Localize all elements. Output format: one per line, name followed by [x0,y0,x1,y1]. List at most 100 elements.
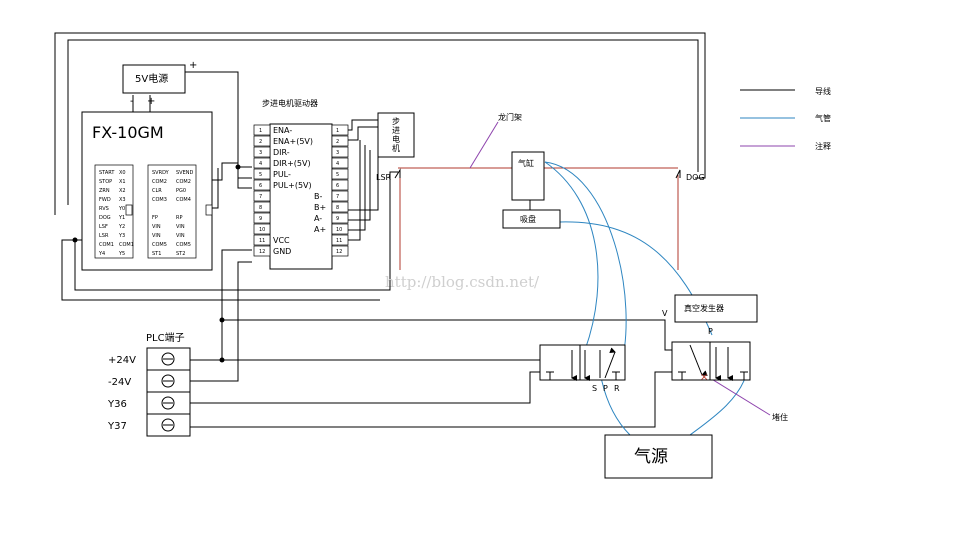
plc-pin-label: COM5 [176,242,191,248]
driver-pin-number: 2 [259,139,262,145]
gantry-label: 龙门架 [498,112,522,122]
driver-pin-number: 1 [259,128,262,134]
solenoid-valve-1: S P R [539,344,626,393]
driver-pin-right [331,234,349,246]
terminal-label: Y36 [107,399,127,410]
plc-pin-label: LSF [99,224,108,230]
driver-pin-number: 5 [336,172,339,178]
plc-pin-label: Y5 [118,251,125,257]
plc-pin-label: COM3 [152,197,167,203]
plc-pin-label: Y4 [98,251,105,257]
stepper-motor: 步进电机 [377,112,415,158]
motor-char: 电 [392,134,400,144]
vacuum-generator [674,294,758,323]
plc-pin-label: COM4 [176,197,191,203]
plc-pin-label: STOP [99,179,112,185]
plc-pin-label: COM2 [152,179,167,185]
driver-pin-number: 12 [336,249,342,255]
power-plus: + [189,60,197,71]
driver-right-label: B+ [314,203,326,212]
driver-pin-left [253,190,271,202]
plc-title: FX-10GM [92,123,164,142]
plc-pin-label: SVRDY [152,170,170,176]
terminal-label: -24V [108,377,131,388]
driver-left-label: ENA- [273,126,292,135]
driver-right-label: B- [314,192,322,201]
valve1-port-s: S [592,384,597,393]
driver-pin-left [253,179,271,191]
driver-pin-left [253,168,271,180]
driver-pin-number: 5 [259,172,262,178]
driver-pin-left [253,146,271,158]
dog-label: DOG [686,173,705,182]
driver-pin-right [331,135,349,147]
sucker [502,209,561,229]
junction-dots [72,164,241,363]
blocked-x-icon: × [700,372,708,383]
driver-pin-right [331,124,349,136]
driver-pin-right [331,245,349,257]
power-supply-label: 5V电源 [135,72,168,85]
valve1-port-r: R [614,384,620,393]
driver-pin-number: 2 [336,139,339,145]
blocked-label: 堵住 [772,412,788,422]
cylinder-label: 气缸 [518,158,534,168]
driver-left-label: DIR+(5V) [273,159,311,168]
plc-pin-label: START [99,170,115,176]
terminal-title: PLC端子 [146,331,185,344]
dog-switch-icon [675,169,681,179]
driver-pin-number: 3 [259,150,262,156]
plc-pin-label: FP [152,215,158,221]
motor-char: 机 [392,143,400,153]
driver-pin-right [331,223,349,235]
power-plus2: + [147,96,155,107]
plc-pin-label: DOG [99,215,111,221]
driver-pin-right [331,179,349,191]
driver-left-label: VCC [273,236,290,245]
plc-pin-label: PG0 [176,188,186,194]
driver-pin-left [253,223,271,235]
plc-pin-label: RP [176,215,183,221]
terminal-label: Y37 [107,421,127,432]
plc-pin-label: VIN [152,224,161,230]
sucker-label: 吸盘 [520,214,536,224]
driver-pin-left [253,135,271,147]
plc-pin-label: X0 [119,170,126,176]
driver-left-label: GND [273,247,291,256]
driver-pin-number: 9 [336,216,339,222]
driver-pin-right [331,201,349,213]
driver-pin-number: 8 [259,205,262,211]
driver-pin-number: 8 [336,205,339,211]
plc-pin-label: Y1 [118,215,125,221]
plc-pin-label: ZRN [99,188,110,194]
driver-pin-left [253,245,271,257]
driver-pin-right [331,212,349,224]
plc-pin-label: RVS [99,206,109,212]
plc-pin-label: FWD [99,197,111,203]
power-minus: - [130,96,134,107]
power-supply: 5V电源 + - + [122,60,197,107]
motor-char: 步 [392,117,400,126]
plc-pin-label: X2 [119,188,126,194]
plc-pin-label: COM5 [152,242,167,248]
vacuum-p: P [708,327,713,336]
plc-pin-label: COM1 [119,242,134,248]
vacuum-label: 真空发生器 [684,303,724,313]
driver-pin-number: 12 [259,249,265,255]
plc-pin-label: CLR [152,188,162,194]
driver-left-label: PUL- [273,170,291,179]
plc-pin-label: SVEND [176,170,193,176]
driver-left-label: PUL+(5V) [273,181,312,190]
cylinder [511,151,545,201]
driver-pin-number: 6 [259,183,262,189]
plc-pin-label: LSR [99,233,109,239]
motor-char: 进 [392,126,400,135]
driver-pin-number: 7 [259,194,262,200]
vacuum-v: V [662,309,668,318]
